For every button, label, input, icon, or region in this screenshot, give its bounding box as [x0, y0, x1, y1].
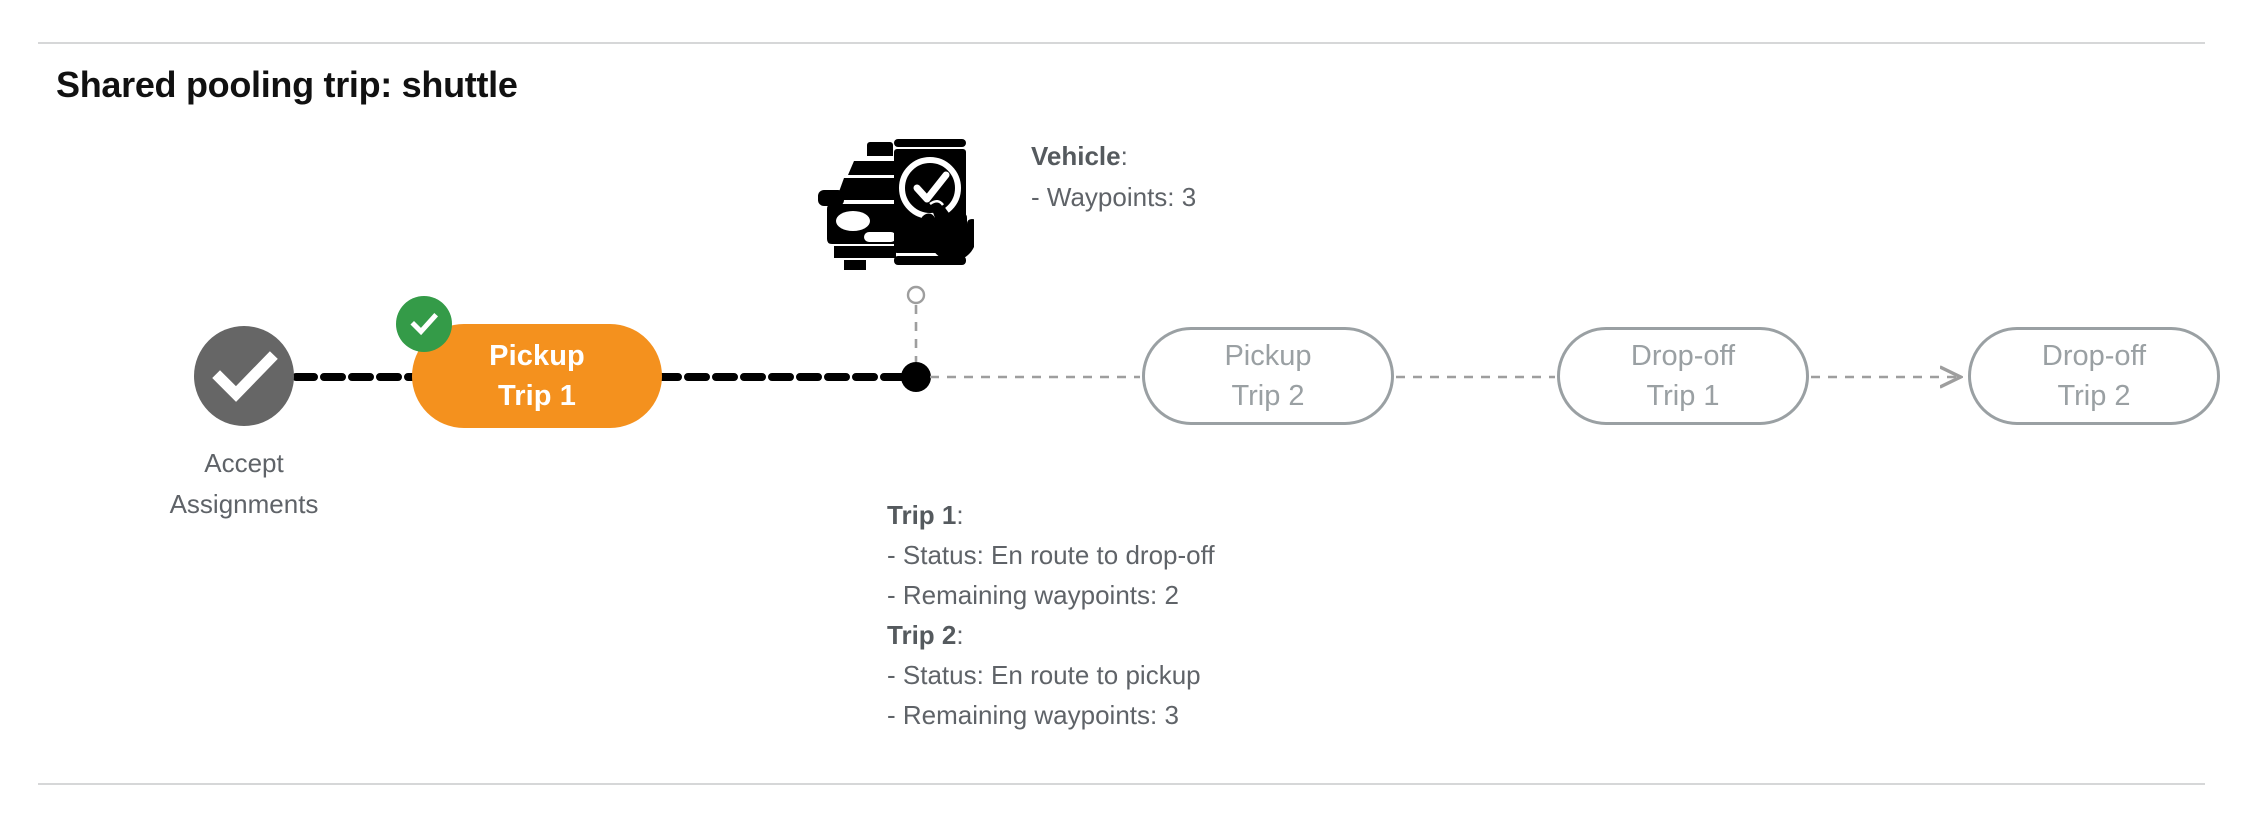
step-dropoff-trip-2[interactable]: Drop-off Trip 2: [1968, 327, 2220, 425]
current-position-dot: [901, 362, 931, 392]
trip2-waypoints-line: - Remaining waypoints: 3: [887, 700, 1179, 730]
accept-assignments-label: Accept Assignments: [169, 448, 319, 519]
trip-annotations: Trip 1: - Status: En route to drop-off -…: [887, 495, 1215, 735]
trip1-heading: Trip 1: [887, 500, 957, 530]
top-divider: [38, 42, 2205, 44]
trip2-heading: Trip 2: [887, 620, 957, 650]
step-line-1: Pickup: [1224, 340, 1312, 372]
step-line-2: Trip 2: [1231, 380, 1305, 412]
trip1-status-line: - Status: En route to drop-off: [887, 540, 1215, 570]
vehicle-anchor-circle: [906, 285, 926, 305]
step-line-1: Pickup: [489, 340, 585, 372]
step-line-1: Drop-off: [1630, 340, 1736, 372]
step-line-2: Trip 1: [498, 380, 576, 412]
trip2-status-line: - Status: En route to pickup: [887, 660, 1201, 690]
vehicle-app-check-icon: [818, 139, 974, 270]
vehicle-note-line: - Waypoints: 3: [1031, 182, 1197, 212]
trip1-heading-row: Trip 1:: [887, 495, 1215, 535]
vehicle-icon-wrap: [818, 120, 974, 270]
vehicle-note-heading: Vehicle: [1031, 141, 1121, 171]
step-pickup-trip-2[interactable]: Pickup Trip 2: [1142, 327, 1394, 425]
page-title: Shared pooling trip: shuttle: [56, 64, 518, 105]
trip1-heading-suffix: :: [956, 500, 964, 530]
step-line-1: Drop-off: [2041, 340, 2147, 372]
check-circle-icon: [212, 351, 278, 402]
trip2-heading-row: Trip 2:: [887, 615, 1215, 655]
step-line-2: Trip 1: [1646, 380, 1720, 412]
vehicle-note-heading-suffix: :: [1120, 141, 1128, 171]
step-line-2: Trip 2: [2057, 380, 2131, 412]
vehicle-note-heading-row: Vehicle:: [1031, 136, 1196, 177]
vehicle-annotation: Vehicle: - Waypoints: 3: [1031, 136, 1196, 218]
accept-assignments-node[interactable]: [194, 326, 294, 426]
trip2-heading-suffix: :: [956, 620, 964, 650]
step-dropoff-trip-1[interactable]: Drop-off Trip 1: [1557, 327, 1809, 425]
trip1-waypoints-line: - Remaining waypoints: 2: [887, 580, 1179, 610]
step-pickup-trip-1[interactable]: Pickup Trip 1: [412, 324, 662, 428]
step-completed-badge: [396, 296, 452, 352]
check-badge-icon: [410, 312, 439, 336]
bottom-divider: [38, 783, 2205, 785]
